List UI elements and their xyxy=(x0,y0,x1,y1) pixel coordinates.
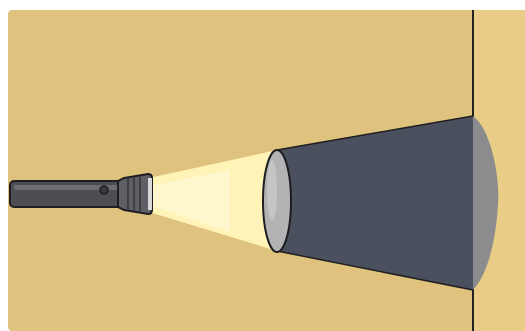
flashlight-icon xyxy=(10,174,152,214)
disc-highlight xyxy=(267,160,277,220)
flashlight-switch xyxy=(100,186,108,194)
flashlight-lens xyxy=(148,178,152,210)
disc-object xyxy=(263,150,291,252)
